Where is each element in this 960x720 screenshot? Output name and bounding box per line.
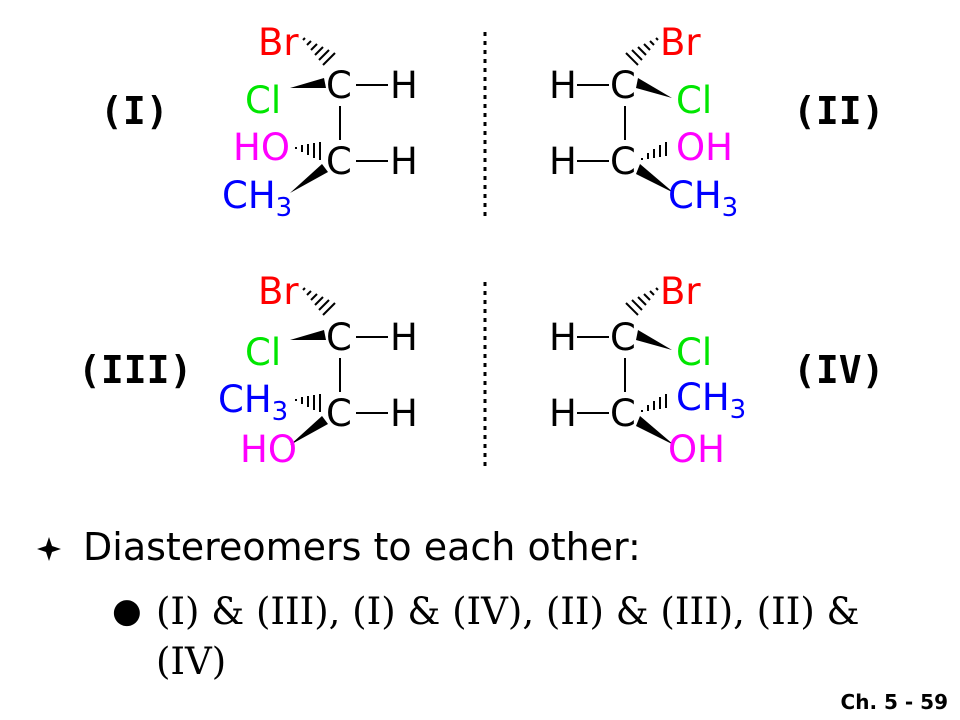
methyl-label: CH3 <box>222 174 292 223</box>
hydroxyl-label: HO <box>233 126 290 169</box>
hydrogen-label: H <box>549 392 577 435</box>
hydrogen-label: H <box>390 316 418 359</box>
carbon-label: C <box>610 64 636 107</box>
bromine-label: Br <box>258 270 299 313</box>
molecule-label: (II) <box>793 89 885 133</box>
methyl-label: CH3 <box>676 376 746 425</box>
hydrogen-label: H <box>390 140 418 183</box>
round-bullet-icon: ● <box>112 591 142 631</box>
wedge-bond <box>290 330 326 340</box>
molecule-label: (IV) <box>793 348 885 392</box>
hydroxyl-label: OH <box>668 428 725 471</box>
diamond-bullet-icon <box>37 537 61 561</box>
hydrogen-label: H <box>390 392 418 435</box>
slide-number: Ch. 5 - 59 <box>840 690 948 714</box>
molecule-III: (III) Br C H Cl CH3 C H HO <box>78 270 418 471</box>
methyl-label: CH3 <box>668 174 738 223</box>
hashed-wedge-bond <box>302 37 336 66</box>
wedge-bond <box>636 164 674 193</box>
sub-bullet-text: (I) & (III), (I) & (IV), (II) & (III), (… <box>156 590 860 683</box>
carbon-label: C <box>610 392 636 435</box>
chlorine-label: Cl <box>245 331 281 374</box>
carbon-label: C <box>326 140 352 183</box>
chlorine-label: Cl <box>245 79 281 122</box>
carbon-label: C <box>326 64 352 107</box>
carbon-label: C <box>326 316 352 359</box>
hashed-wedge-bond <box>641 142 667 160</box>
bromine-label: Br <box>258 21 299 64</box>
carbon-label: C <box>326 392 352 435</box>
molecule-label: (III) <box>78 348 192 392</box>
hashed-wedge-bond <box>641 394 667 412</box>
wedge-bond <box>636 78 672 98</box>
wedge-bond <box>290 78 326 88</box>
hydrogen-label: H <box>549 140 577 183</box>
molecule-IV: (IV) Br H C Cl H C CH3 OH <box>549 270 885 471</box>
wedge-bond <box>290 164 328 193</box>
bromine-label: Br <box>660 270 701 313</box>
methyl-label: CH3 <box>218 378 288 427</box>
carbon-label: C <box>610 140 636 183</box>
hydrogen-label: H <box>390 64 418 107</box>
stereochemistry-diagram: .atom { font-size: 37px; } .sub { font-s… <box>78 21 885 471</box>
hashed-wedge-bond <box>302 287 336 316</box>
bromine-label: Br <box>660 21 701 64</box>
molecule-II: (II) Br H C Cl H C OH CH3 <box>549 21 885 223</box>
hydroxyl-label: HO <box>240 428 297 471</box>
hydroxyl-label: OH <box>676 126 733 169</box>
hashed-wedge-bond <box>625 37 659 66</box>
carbon-label: C <box>610 316 636 359</box>
chlorine-label: Cl <box>676 331 712 374</box>
hashed-wedge-bond <box>625 287 659 316</box>
wedge-bond <box>636 330 672 350</box>
hashed-wedge-bond <box>295 142 321 160</box>
wedge-bond <box>636 416 674 445</box>
hashed-wedge-bond <box>295 394 321 412</box>
main-bullet-text: Diastereomers to each other: <box>83 525 641 569</box>
molecule-label: (I) <box>100 89 169 133</box>
wedge-bond <box>290 416 328 445</box>
hydrogen-label: H <box>549 64 577 107</box>
molecule-I: (I) Br C H Cl HO C H CH3 <box>100 21 418 223</box>
hydrogen-label: H <box>549 316 577 359</box>
chlorine-label: Cl <box>676 79 712 122</box>
